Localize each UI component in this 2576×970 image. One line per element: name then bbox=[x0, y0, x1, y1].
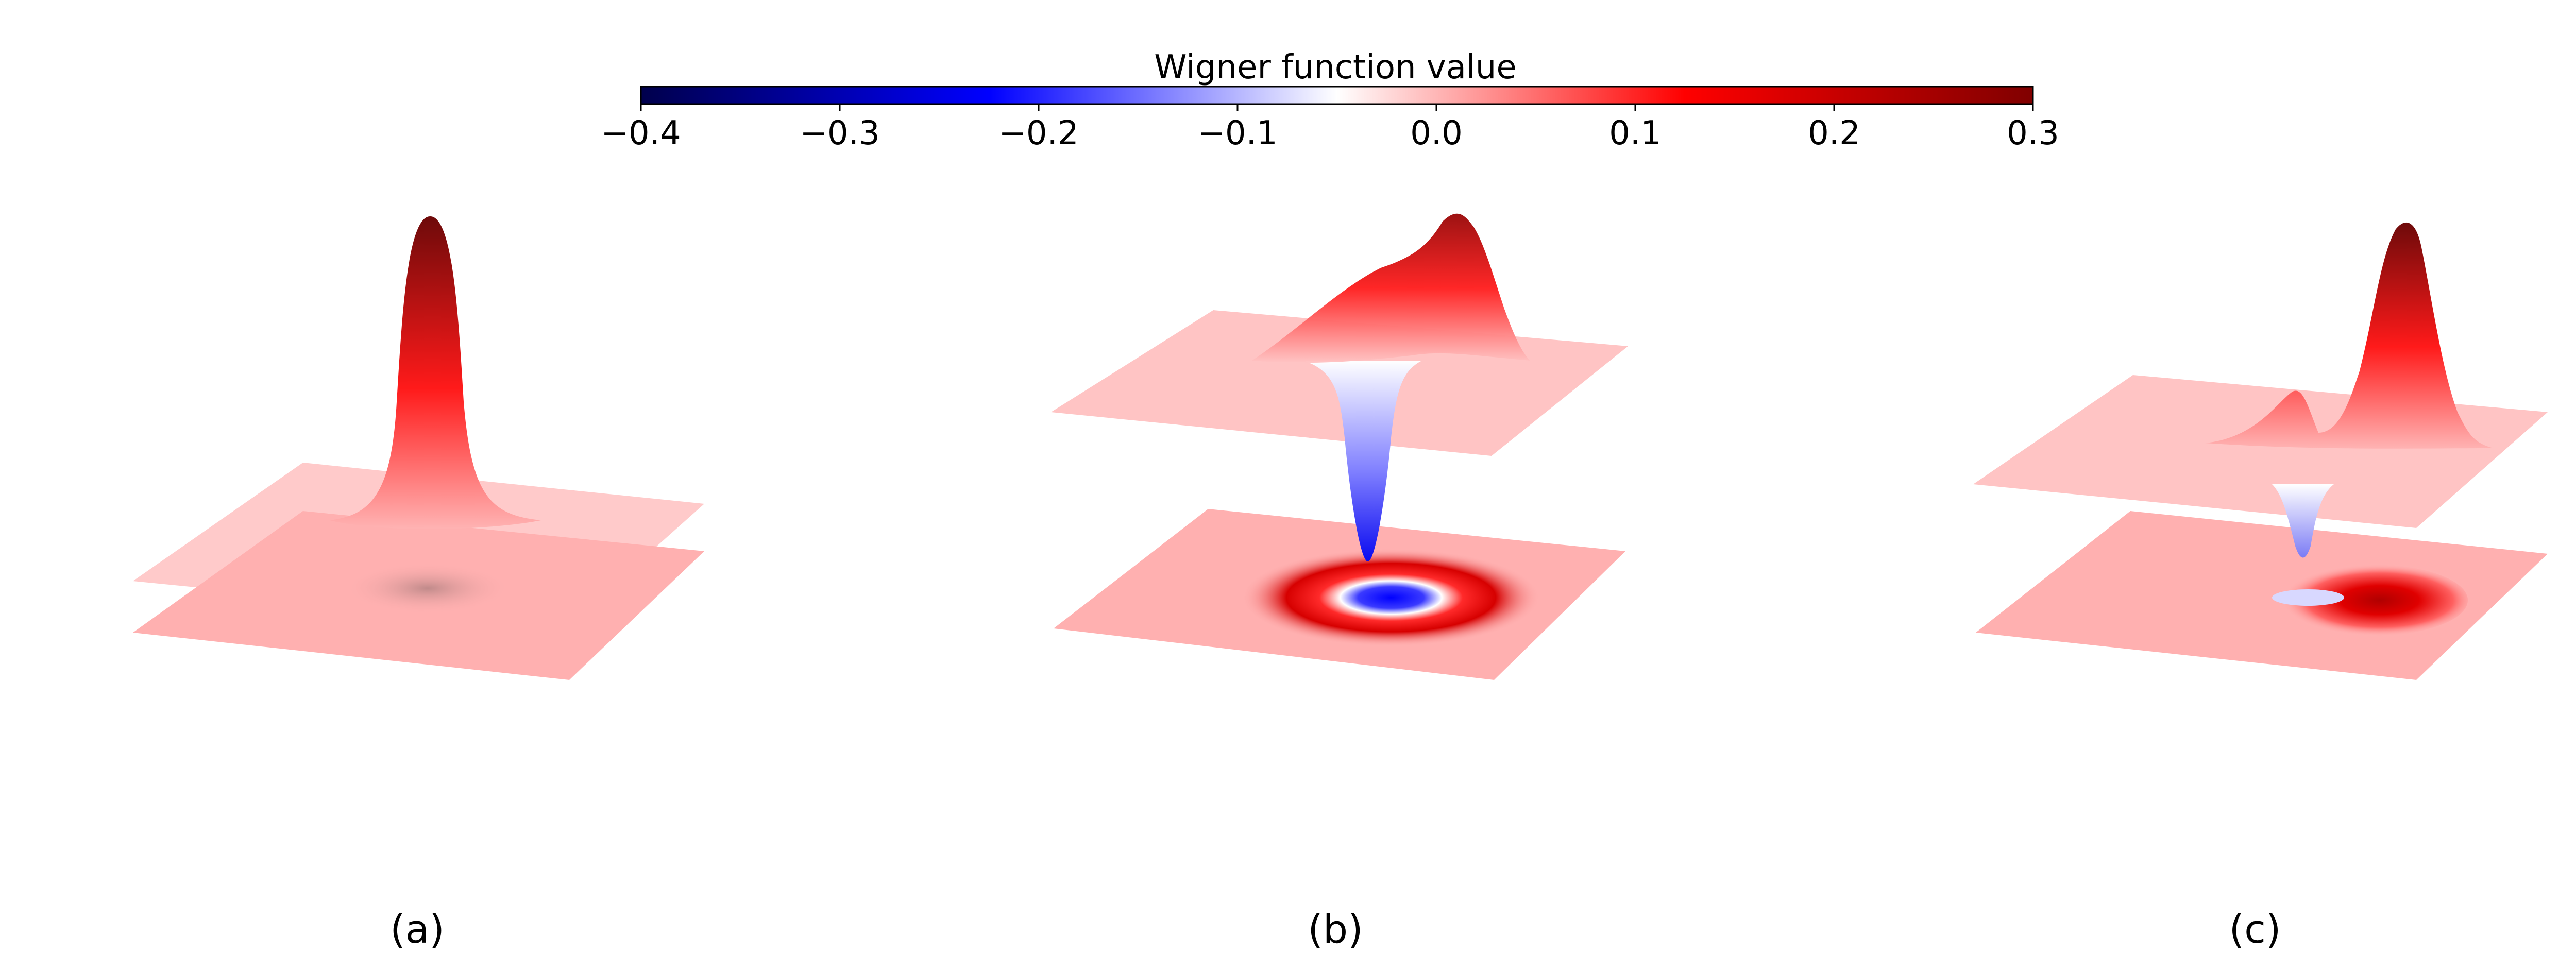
colorbar-tick-label: −0.1 bbox=[1197, 114, 1277, 152]
colorbar-tick-label: −0.3 bbox=[800, 114, 879, 152]
panel-b-surface-peak bbox=[1252, 213, 1530, 363]
colorbar-ticks: −0.4 −0.3 −0.2 −0.1 0.0 0.1 0.2 0.3 bbox=[601, 104, 2059, 152]
panel-c-projection-peak bbox=[2272, 564, 2468, 636]
panel-c-surface-peak bbox=[2205, 222, 2494, 449]
colorbar: Wigner function value −0.4 −0.3 −0.2 −0.1 0.… bbox=[601, 48, 2059, 152]
panel-a-surface-peak bbox=[330, 216, 541, 529]
colorbar-tick-label: 0.2 bbox=[1808, 114, 1860, 152]
panel-c-label: (c) bbox=[2229, 906, 2281, 952]
panel-b-label: (b) bbox=[1308, 906, 1363, 952]
panel-c-lower-plane bbox=[1976, 511, 2548, 680]
panel-c bbox=[1973, 222, 2548, 680]
colorbar-title: Wigner function value bbox=[1154, 48, 1516, 87]
panel-b-surface-dip bbox=[1303, 361, 1422, 561]
panel-a-projection-shadow bbox=[345, 563, 510, 614]
panel-b-projection-ring bbox=[1242, 549, 1540, 646]
panel-c-surface-dip bbox=[2272, 484, 2334, 558]
colorbar-tick-label: −0.4 bbox=[601, 114, 681, 152]
panel-b bbox=[1051, 213, 1628, 680]
colorbar-tick-label: 0.1 bbox=[1609, 114, 1662, 152]
colorbar-tick-label: 0.3 bbox=[2007, 114, 2059, 152]
colorbar-tick-label: −0.2 bbox=[998, 114, 1078, 152]
panel-c-projection-dip bbox=[2272, 589, 2344, 606]
colorbar-gradient bbox=[640, 86, 2034, 105]
panel-a bbox=[133, 216, 704, 680]
panel-c-upper-plane bbox=[1973, 375, 2548, 528]
panel-a-label: (a) bbox=[390, 906, 445, 952]
colorbar-tick-label: 0.0 bbox=[1410, 114, 1463, 152]
